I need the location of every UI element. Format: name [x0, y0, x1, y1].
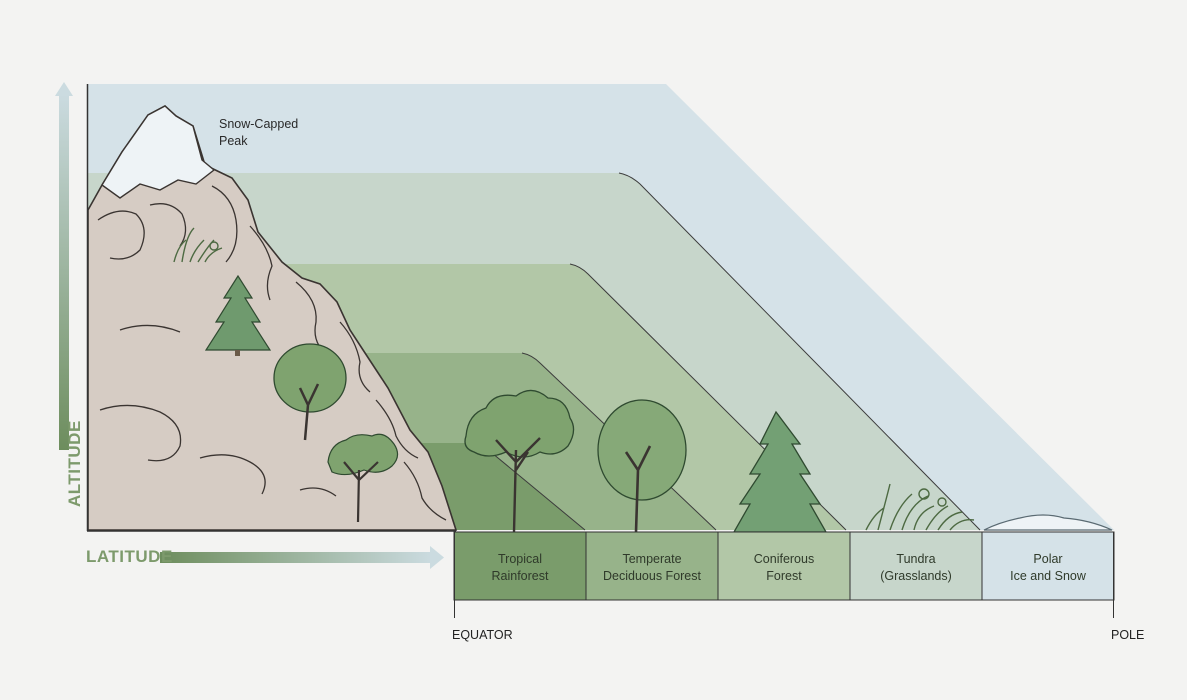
zone-label-tropical-rainforest: Tropical Rainforest — [491, 552, 549, 583]
conifer-tree-icon — [204, 274, 272, 356]
snow-mound-icon — [983, 514, 1113, 531]
zone-bar — [453, 531, 1115, 618]
mountain — [87, 105, 458, 531]
zone-label-temperate-deciduous-forest: Temperate Deciduous Forest — [603, 552, 701, 583]
altitude-arrow — [55, 82, 73, 450]
zone-box-tundra — [849, 531, 983, 601]
pole-label: POLE — [1111, 628, 1145, 642]
snow-capped-peak-label: Snow-Capped Peak — [219, 117, 299, 148]
rock-crags — [97, 185, 447, 521]
zone-box-coniferous — [717, 531, 851, 601]
equator-label: EQUATOR — [452, 628, 513, 642]
grass-tuft-icon — [865, 483, 975, 531]
zone-box-polar — [981, 531, 1115, 601]
zone-label-polar: Polar Ice and Snow — [1010, 552, 1086, 583]
latitude-arrow — [160, 546, 444, 569]
grass-tuft-icon — [173, 227, 223, 263]
zone-label-coniferous-forest: Coniferous Forest — [753, 552, 815, 583]
zone-label-tundra: Tundra (Grasslands) — [880, 552, 952, 583]
broadleaf-tree-icon — [464, 389, 575, 533]
zone-box-tropical — [453, 531, 587, 601]
deciduous-tree-icon — [273, 343, 347, 441]
deciduous-tree-icon — [597, 399, 687, 533]
broadleaf-tree-icon — [327, 433, 399, 523]
snow-cap — [101, 105, 216, 199]
altitude-axis-label: ALTITUDE — [65, 420, 84, 507]
latitude-axis-label: LATITUDE — [86, 547, 173, 566]
